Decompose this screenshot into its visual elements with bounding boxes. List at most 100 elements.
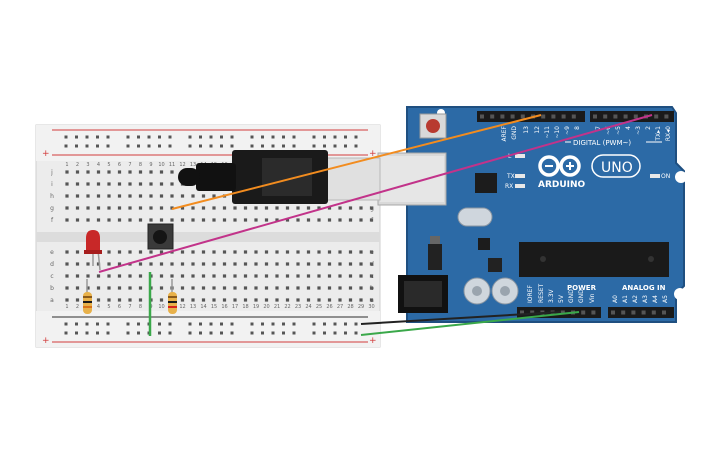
wires[interactable] [98, 114, 653, 336]
breadboard-hole[interactable] [86, 194, 90, 198]
breadboard-hole[interactable] [159, 286, 164, 290]
breadboard-hole[interactable] [149, 206, 153, 210]
breadboard-hole[interactable] [285, 274, 290, 278]
rail-hole[interactable] [188, 322, 192, 326]
rail-hole[interactable] [323, 331, 326, 335]
breadboard-hole[interactable] [327, 286, 332, 290]
breadboard-hole[interactable] [128, 286, 132, 290]
breadboard-hole[interactable] [275, 218, 279, 222]
rail-hole[interactable] [292, 331, 296, 335]
rail-hole[interactable] [75, 322, 78, 326]
breadboard-hole[interactable] [180, 298, 185, 302]
resistor-right[interactable] [168, 279, 177, 314]
rail-hole[interactable] [333, 331, 337, 335]
rail-hole[interactable] [209, 322, 213, 326]
header-pin[interactable] [500, 114, 505, 119]
breadboard-hole[interactable] [285, 218, 290, 222]
breadboard-hole[interactable] [285, 262, 290, 266]
rail-hole[interactable] [230, 322, 234, 326]
rail-hole[interactable] [250, 135, 254, 139]
rail-hole[interactable] [271, 144, 275, 148]
header-pin[interactable] [662, 310, 666, 315]
analog-header[interactable] [608, 307, 674, 318]
rail-hole[interactable] [261, 331, 264, 335]
breadboard-hole[interactable] [159, 170, 164, 174]
breadboard-hole[interactable] [170, 274, 174, 278]
breadboard-hole[interactable] [369, 206, 374, 210]
breadboard-hole[interactable] [285, 286, 290, 290]
rail-hole[interactable] [323, 135, 326, 139]
rail-hole[interactable] [344, 135, 347, 139]
breadboard-hole[interactable] [159, 298, 164, 302]
header-pin[interactable] [561, 114, 566, 119]
breadboard-hole[interactable] [222, 286, 227, 290]
breadboard-hole[interactable] [128, 170, 132, 174]
breadboard-hole[interactable] [107, 274, 111, 278]
breadboard-hole[interactable] [243, 274, 248, 278]
breadboard-hole[interactable] [159, 218, 164, 222]
breadboard-hole[interactable] [212, 250, 216, 254]
breadboard-hole[interactable] [306, 298, 311, 302]
rail-hole[interactable] [333, 144, 337, 148]
rail-hole[interactable] [282, 331, 285, 335]
breadboard-hole[interactable] [149, 218, 153, 222]
breadboard-hole[interactable] [233, 286, 237, 290]
breadboard-hole[interactable] [212, 218, 216, 222]
rail-hole[interactable] [106, 135, 110, 139]
breadboard-hole[interactable] [338, 298, 342, 302]
breadboard-hole[interactable] [222, 262, 227, 266]
rail-hole[interactable] [261, 322, 264, 326]
rail-hole[interactable] [147, 135, 151, 139]
breadboard-hole[interactable] [243, 250, 248, 254]
breadboard-hole[interactable] [107, 298, 111, 302]
breadboard-hole[interactable] [306, 274, 311, 278]
rail-hole[interactable] [64, 322, 68, 326]
breadboard-hole[interactable] [296, 250, 300, 254]
breadboard-hole[interactable] [264, 298, 269, 302]
breadboard-hole[interactable] [65, 206, 69, 210]
breadboard-hole[interactable] [138, 218, 143, 222]
breadboard-hole[interactable] [149, 170, 153, 174]
rail-hole[interactable] [85, 144, 89, 148]
usb-cable[interactable] [178, 150, 381, 204]
rail-hole[interactable] [250, 144, 254, 148]
breadboard-hole[interactable] [359, 298, 363, 302]
rail-hole[interactable] [106, 322, 110, 326]
wire-magenta[interactable] [98, 114, 653, 273]
rail-hole[interactable] [85, 331, 89, 335]
breadboard-hole[interactable] [359, 218, 363, 222]
header-pin[interactable] [603, 114, 608, 119]
wire-black-gnd[interactable] [360, 311, 561, 325]
breadboard-hole[interactable] [128, 274, 132, 278]
breadboard-hole[interactable] [233, 274, 237, 278]
rail-hole[interactable] [312, 331, 316, 335]
breadboard-hole[interactable] [254, 274, 258, 278]
header-pin[interactable] [591, 310, 596, 315]
breadboard-hole[interactable] [369, 298, 374, 302]
breadboard-hole[interactable] [107, 250, 111, 254]
breadboard-hole[interactable] [117, 250, 122, 254]
breadboard-hole[interactable] [222, 274, 227, 278]
rail-hole[interactable] [344, 144, 347, 148]
rail-hole[interactable] [168, 135, 172, 139]
rail-hole[interactable] [312, 135, 316, 139]
breadboard-hole[interactable] [107, 170, 111, 174]
breadboard-hole[interactable] [65, 298, 69, 302]
rail-hole[interactable] [292, 322, 296, 326]
header-pin[interactable] [664, 114, 669, 119]
breadboard-hole[interactable] [75, 182, 80, 186]
rail-hole[interactable] [199, 144, 202, 148]
breadboard-hole[interactable] [65, 250, 69, 254]
breadboard-hole[interactable] [327, 298, 332, 302]
breadboard-hole[interactable] [65, 194, 69, 198]
breadboard-hole[interactable] [285, 298, 290, 302]
rail-hole[interactable] [209, 331, 213, 335]
breadboard-hole[interactable] [233, 206, 237, 210]
breadboard-hole[interactable] [327, 274, 332, 278]
rail-hole[interactable] [188, 331, 192, 335]
rail-hole[interactable] [64, 144, 68, 148]
breadboard-hole[interactable] [348, 262, 353, 266]
rail-hole[interactable] [323, 322, 326, 326]
breadboard-hole[interactable] [170, 218, 174, 222]
